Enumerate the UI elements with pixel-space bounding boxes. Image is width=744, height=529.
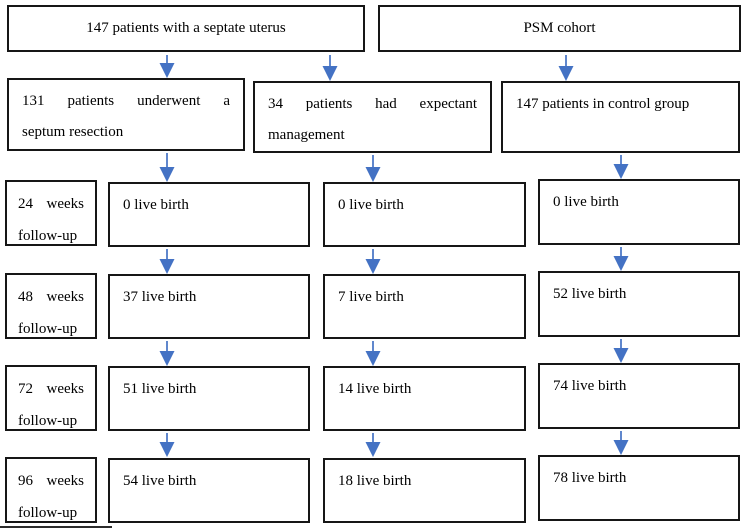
label-72-weeks-line1: 72 weeks <box>18 381 84 397</box>
node-expectant-management-line2: management <box>268 127 345 143</box>
label-24-weeks-followup: 24 weeks follow-up <box>5 180 97 246</box>
label-72-weeks-followup: 72 weeks follow-up <box>5 365 97 431</box>
node-septum-resection-line2: septum resection <box>22 124 124 140</box>
node-psm-cohort: PSM cohort <box>378 5 741 52</box>
cell-24w-resection: 0 live birth <box>108 182 310 247</box>
label-96-weeks-line2: follow-up <box>18 505 78 521</box>
cell-48w-control: 52 live birth <box>538 271 740 337</box>
node-septum-resection: 131 patients underwent a septum resectio… <box>7 78 245 151</box>
label-24-weeks-line1: 24 weeks <box>18 196 84 212</box>
node-expectant-management: 34 patients had expectant management <box>253 81 492 153</box>
node-septum-resection-line1: 131 patients underwent a <box>22 93 230 109</box>
cell-72w-expectant: 14 live birth <box>323 366 526 431</box>
cell-96w-resection: 54 live birth <box>108 458 310 523</box>
label-96-weeks-line1: 96 weeks <box>18 473 84 489</box>
cell-96w-control: 78 live birth <box>538 455 740 521</box>
node-expectant-management-line1: 34 patients had expectant <box>268 96 477 112</box>
node-control-group: 147 patients in control group <box>501 81 740 153</box>
label-48-weeks-followup: 48 weeks follow-up <box>5 273 97 339</box>
cell-24w-control: 0 live birth <box>538 179 740 245</box>
label-72-weeks-line2: follow-up <box>18 413 78 429</box>
cell-48w-resection: 37 live birth <box>108 274 310 339</box>
label-48-weeks-line2: follow-up <box>18 321 78 337</box>
cell-48w-expectant: 7 live birth <box>323 274 526 339</box>
label-96-weeks-followup: 96 weeks follow-up <box>5 457 97 523</box>
label-24-weeks-line2: follow-up <box>18 228 78 244</box>
cell-24w-expectant: 0 live birth <box>323 182 526 247</box>
label-48-weeks-line1: 48 weeks <box>18 289 84 305</box>
cell-72w-resection: 51 live birth <box>108 366 310 431</box>
cropped-border-artifact <box>0 526 112 528</box>
node-septate-cohort: 147 patients with a septate uterus <box>7 5 365 52</box>
node-control-group-text: 147 patients in control group <box>516 96 690 112</box>
cell-96w-expectant: 18 live birth <box>323 458 526 523</box>
cell-72w-control: 74 live birth <box>538 363 740 429</box>
